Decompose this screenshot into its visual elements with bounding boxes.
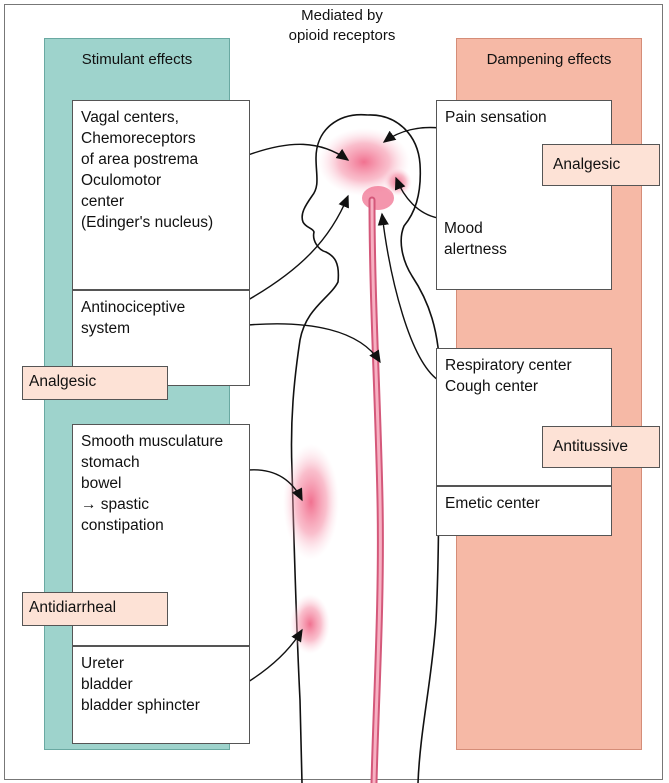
arrow-antinociceptive-to-spine	[248, 324, 380, 362]
arrow-respiratory-to-brainstem	[382, 214, 438, 380]
vagal-centers-box: Vagal centers, Chemoreceptors of area po…	[72, 100, 250, 290]
bladder-highlight	[290, 594, 330, 654]
stomach-highlight	[283, 444, 339, 560]
analgesic-tag-left: Analgesic	[22, 366, 168, 400]
analgesic-tag-right: Analgesic	[542, 144, 660, 186]
mood-alertness-text: Mood alertness	[436, 212, 612, 288]
emetic-center-box: Emetic center	[436, 486, 612, 536]
ureter-bladder-box: Ureter bladder bladder sphincter	[72, 646, 250, 744]
antidiarrheal-tag: Antidiarrheal	[22, 592, 168, 626]
arrow-antinociceptive-to-brain	[248, 196, 348, 300]
antitussive-tag: Antitussive	[542, 426, 660, 468]
